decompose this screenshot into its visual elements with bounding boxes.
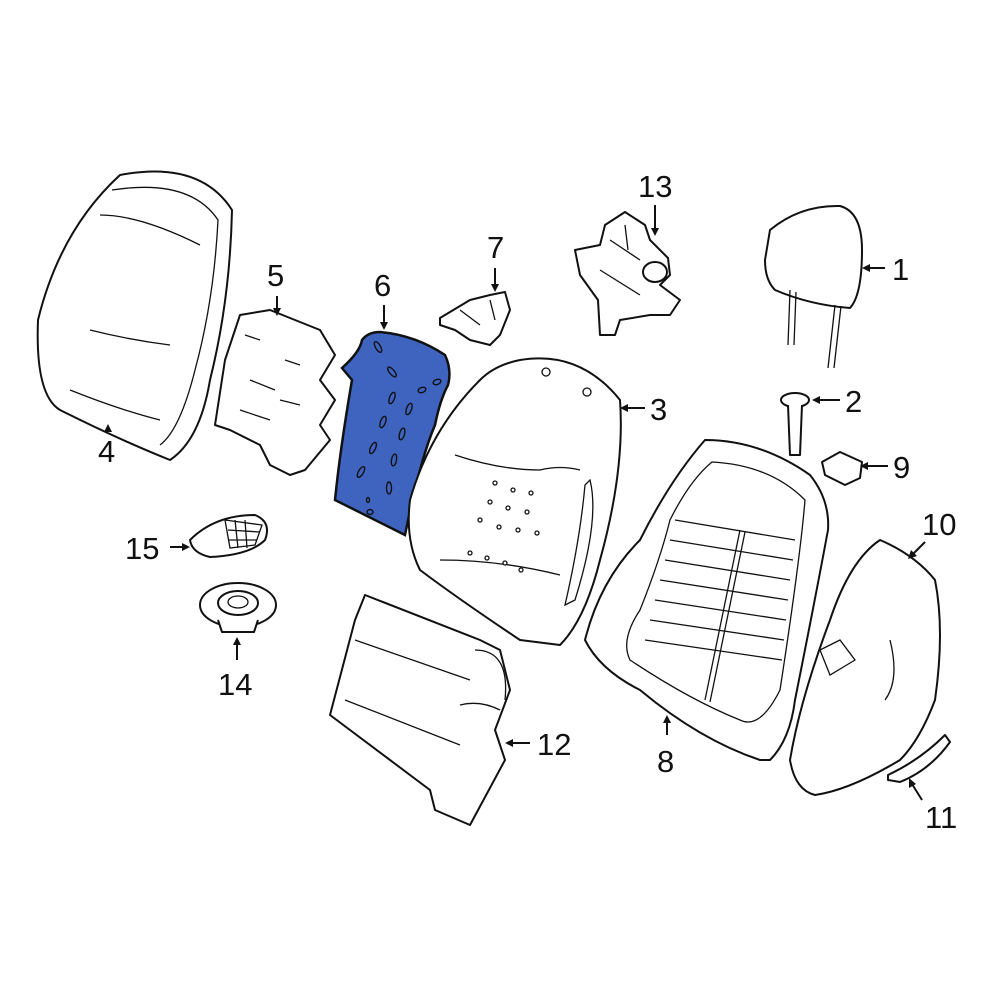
part-5-insulator-panel[interactable] — [214, 309, 336, 476]
callout-2[interactable]: 2 — [845, 384, 862, 419]
callout-7[interactable]: 7 — [487, 230, 504, 265]
callout-10[interactable]: 10 — [922, 507, 956, 542]
callout-15[interactable]: 15 — [125, 531, 159, 566]
callout-14[interactable]: 14 — [218, 667, 252, 702]
callout-arrows — [104, 205, 926, 801]
callout-4[interactable]: 4 — [98, 434, 115, 469]
callout-6[interactable]: 6 — [374, 268, 391, 303]
callout-8[interactable]: 8 — [657, 744, 674, 779]
part-11-trim-strip[interactable] — [887, 734, 951, 783]
part-13-lumbar-pump[interactable] — [574, 211, 681, 336]
part-7-bracket[interactable] — [439, 291, 511, 346]
part-14-speaker[interactable] — [199, 582, 277, 633]
part-15-speaker-grille[interactable] — [189, 514, 268, 558]
callout-1[interactable]: 1 — [892, 252, 909, 287]
part-3-seat-back-pad[interactable] — [407, 357, 622, 646]
callout-3[interactable]: 3 — [650, 392, 667, 427]
part-8-seat-back-frame[interactable] — [584, 439, 830, 761]
part-2-headrest-guide[interactable] — [780, 392, 810, 456]
part-9-clip[interactable] — [821, 451, 863, 486]
callout-9[interactable]: 9 — [893, 450, 910, 485]
callout-5[interactable]: 5 — [267, 258, 284, 293]
part-4-seat-back-cover[interactable] — [36, 170, 233, 461]
part-12-heater-element[interactable] — [329, 594, 511, 826]
callout-12[interactable]: 12 — [537, 727, 571, 762]
part-10-rear-panel[interactable] — [789, 539, 941, 796]
part-1-headrest[interactable] — [764, 204, 863, 369]
callout-11[interactable]: 11 — [925, 800, 957, 835]
callout-13[interactable]: 13 — [638, 169, 672, 204]
callout-labels: 1 2 3 4 5 6 7 8 9 10 11 12 13 14 15 — [98, 169, 957, 835]
part-6-seat-back-panel[interactable] — [333, 330, 451, 537]
